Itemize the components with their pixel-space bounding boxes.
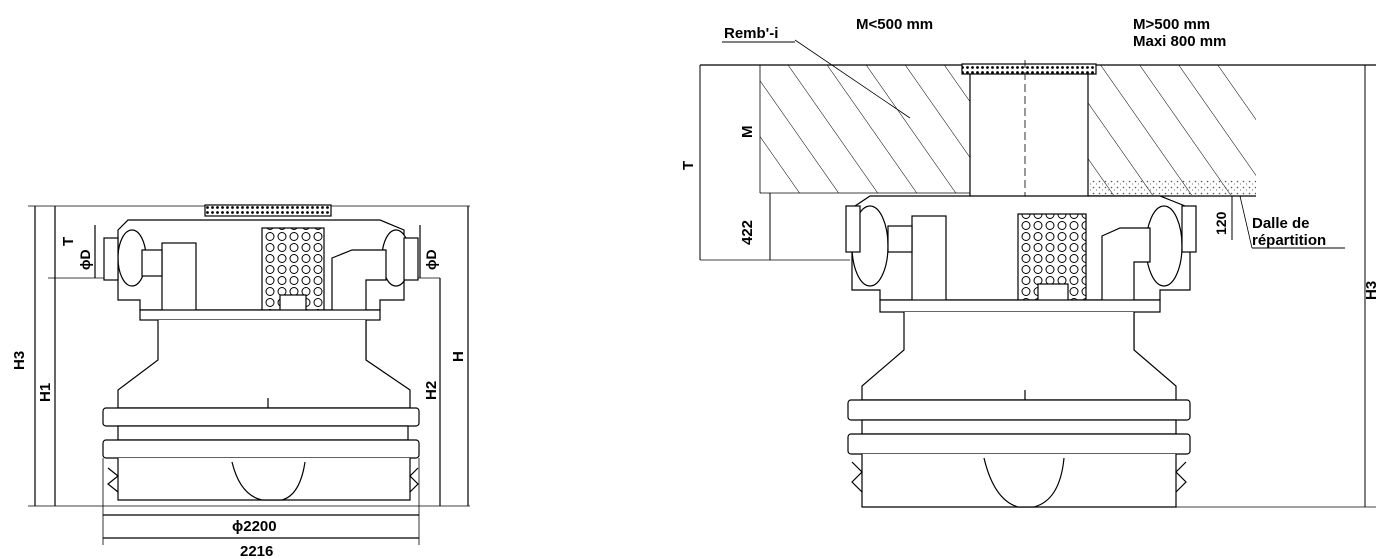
- label-diameter-2200: ϕ2200: [232, 518, 277, 535]
- manhole-cover-right: [961, 63, 1097, 75]
- tank-rib: [102, 407, 420, 427]
- left-view: [28, 204, 470, 545]
- label-width-2216: 2216: [240, 543, 273, 559]
- riser-shaft: [969, 71, 1089, 198]
- label-m-under-500: M<500 mm: [856, 16, 933, 33]
- label-dalle-de: Dalle de: [1252, 215, 1310, 232]
- label-T-right: T: [680, 161, 697, 170]
- label-H3-left: H3: [11, 351, 28, 370]
- label-repartition: répartition: [1252, 232, 1326, 249]
- label-M: M: [739, 126, 756, 139]
- label-phiD-left: ϕD: [77, 249, 93, 270]
- label-H3-right: H3: [1363, 281, 1376, 300]
- distribution-slab: [1088, 180, 1256, 196]
- tank-cone: [117, 320, 411, 409]
- backfill-right: [1088, 65, 1256, 195]
- label-m-over-500: M>500 mm: [1133, 16, 1210, 33]
- manhole-cover: [204, 204, 332, 217]
- label-H1: H1: [37, 383, 54, 402]
- label-remblai: Remb'-i: [724, 25, 778, 42]
- right-view: [699, 39, 1376, 508]
- label-422: 422: [739, 220, 756, 245]
- inlet-pipe-right-right: [1145, 205, 1183, 287]
- label-phiD-right: ϕD: [423, 249, 439, 270]
- label-120: 120: [1213, 211, 1229, 235]
- tank-cone-right: [861, 312, 1177, 401]
- label-maxi-800: Maxi 800 mm: [1133, 33, 1226, 50]
- label-T-left: T: [60, 237, 77, 246]
- backfill-left: [760, 65, 970, 193]
- label-H: H: [450, 351, 467, 362]
- tank-rib-right: [847, 399, 1191, 421]
- label-H2: H2: [423, 381, 440, 400]
